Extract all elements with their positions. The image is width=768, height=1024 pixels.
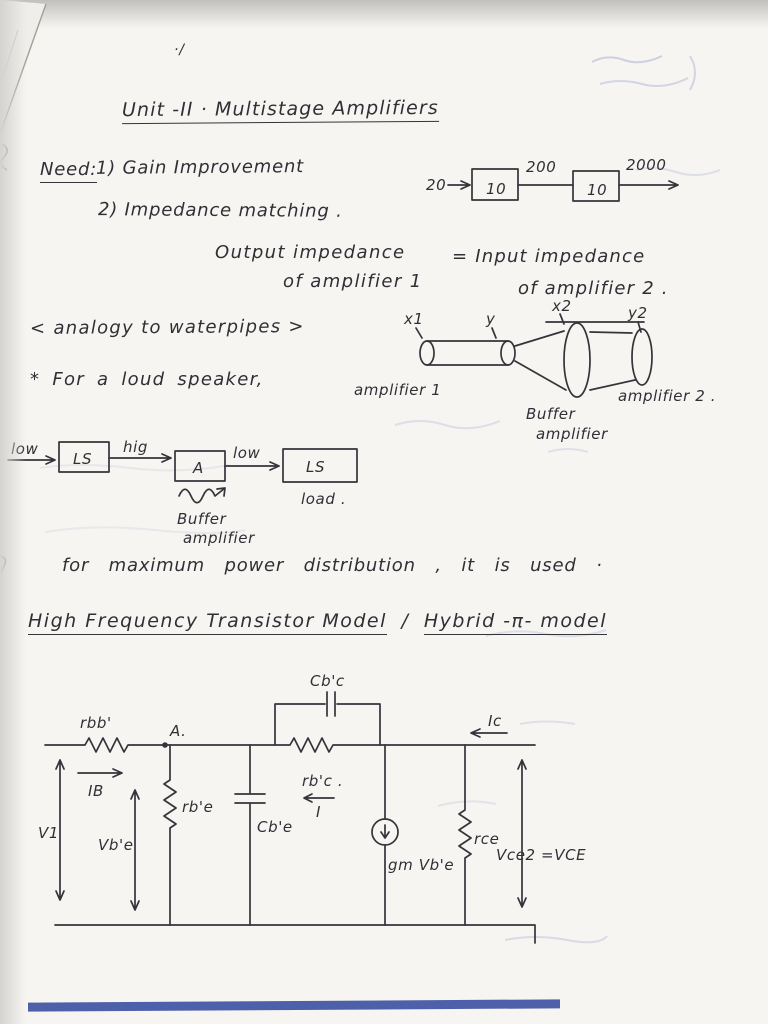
rbc-label: rb'c . (302, 772, 343, 790)
stray-mark: ·/ (174, 42, 185, 58)
buffer-label-line2: amplifier (183, 529, 255, 547)
amplifier-box-2 (572, 170, 620, 202)
rce-label: rce (474, 830, 499, 848)
arrow-mid (108, 453, 172, 463)
cbc-capacitor (274, 691, 381, 746)
mid-level-label: 200 (526, 158, 556, 176)
gain-chain-diagram: 20 10 200 10 2000 (426, 156, 679, 202)
vce-arrow (517, 759, 527, 908)
vbe-label: Vb'e (98, 836, 134, 854)
output-impedance-line1: Output impedance (215, 242, 406, 263)
ls2-label: LS (306, 458, 325, 476)
stage2-gain-label: 10 (587, 181, 607, 199)
pipe1-right-end (500, 340, 516, 366)
current-source-circle (371, 818, 399, 846)
pipe1-left-end (419, 340, 435, 366)
pipe-connectors (514, 330, 636, 391)
amplifier1-label: amplifier 1 (354, 381, 441, 399)
analogy-note: < analogy to waterpipes > (29, 316, 305, 339)
loudspeaker-chain-diagram: low LS hig A low LS load . Buffer amplif… (7, 438, 358, 547)
output-impedance-line2: of amplifier 1 (283, 271, 423, 292)
x1-label: x1 (403, 310, 424, 328)
i-label: I (316, 803, 321, 821)
max-power-note: for maximum power distribution , it is u… (62, 555, 603, 576)
in-level-label: low (11, 440, 39, 458)
amplifier2-label: amplifier 2 . (618, 387, 716, 405)
input-level-label: 20 (426, 176, 446, 194)
load-label: load . (301, 490, 346, 508)
label-ticks (415, 313, 642, 339)
ls1-label: LS (73, 450, 92, 468)
need-label-text: Need: (40, 159, 98, 183)
page-title-text: Unit -II · Multistage Amplifiers (121, 96, 439, 125)
stage1-gain-label: 10 (486, 180, 506, 198)
need-item-2: 2) Impedance matching . (97, 199, 343, 222)
heading-part1: High Frequency Transistor Model (28, 610, 387, 635)
rce-resistor (458, 744, 472, 926)
ic-label: Ic (488, 712, 502, 730)
arrow-out (618, 180, 679, 190)
pipe2-end (631, 328, 653, 386)
node-a-dot (162, 742, 168, 748)
rbb-label: rbb' (80, 714, 112, 732)
v1-label: V1 (38, 824, 59, 842)
arrow-in (447, 180, 471, 190)
rbe-resistor (163, 744, 177, 926)
top-wire (44, 737, 536, 753)
cbe-label: Cb'e (257, 818, 293, 836)
ls-box-2 (282, 448, 358, 483)
cbe-capacitor (234, 744, 266, 926)
x2-label: x2 (551, 297, 572, 315)
gm-label: gm Vb'e (388, 856, 454, 874)
buffer-label-line1: Buffer (526, 405, 576, 423)
ib-label: IB (88, 782, 104, 800)
heading-separator: / (401, 610, 410, 632)
node-a-label: A. (169, 722, 187, 740)
amp-label: A (192, 459, 204, 477)
v1-arrow (55, 759, 65, 901)
rbe-label: rb'e (182, 798, 213, 816)
ic-arrow (470, 728, 508, 738)
buffer-pipe-end (563, 322, 591, 398)
out-level-label: low (233, 444, 261, 462)
vbe-arrow (130, 789, 140, 911)
buffer-label-line1: Buffer (177, 510, 227, 528)
bottom-rail (54, 924, 536, 944)
loudspeaker-note: * For a loud speaker, (30, 369, 264, 390)
y2-label: y2 (627, 304, 648, 322)
pipe1-body (426, 340, 509, 366)
input-impedance-line2: of amplifier 2 . (518, 278, 669, 299)
ls-box-1 (58, 441, 110, 473)
buffer-label-line2: amplifier (536, 425, 608, 443)
waterpipes-sketch: x1 y x2 y2 amplifier 1 Buffer amplifier … (354, 297, 716, 443)
arrow-out (224, 461, 280, 471)
i-arrow (303, 793, 335, 803)
output-level-label: 2000 (626, 156, 667, 174)
need-label: Need: (40, 159, 98, 183)
section-heading: High Frequency Transistor Model / Hybrid… (28, 610, 608, 635)
heading-part2: Hybrid -π- model (423, 610, 608, 635)
current-source-arrow (380, 824, 390, 839)
page-title: Unit -II · Multistage Amplifiers (121, 96, 439, 125)
mid-level-label: hig (123, 438, 148, 456)
y1-label: y (485, 310, 496, 328)
vce-label: Vce2 =VCE (496, 846, 586, 864)
ib-arrow (77, 768, 123, 778)
buffer-callout-squiggle (178, 487, 226, 504)
need-item-1: 1) Gain Improvement (95, 156, 305, 179)
input-impedance-line1: = Input impedance (452, 246, 646, 267)
cbc-label: Cb'c (310, 672, 345, 690)
hybrid-pi-circuit-diagram: rbb' A. IB V1 Vb'e rb'e Cb'e Cb'c rb'c .… (38, 672, 586, 944)
